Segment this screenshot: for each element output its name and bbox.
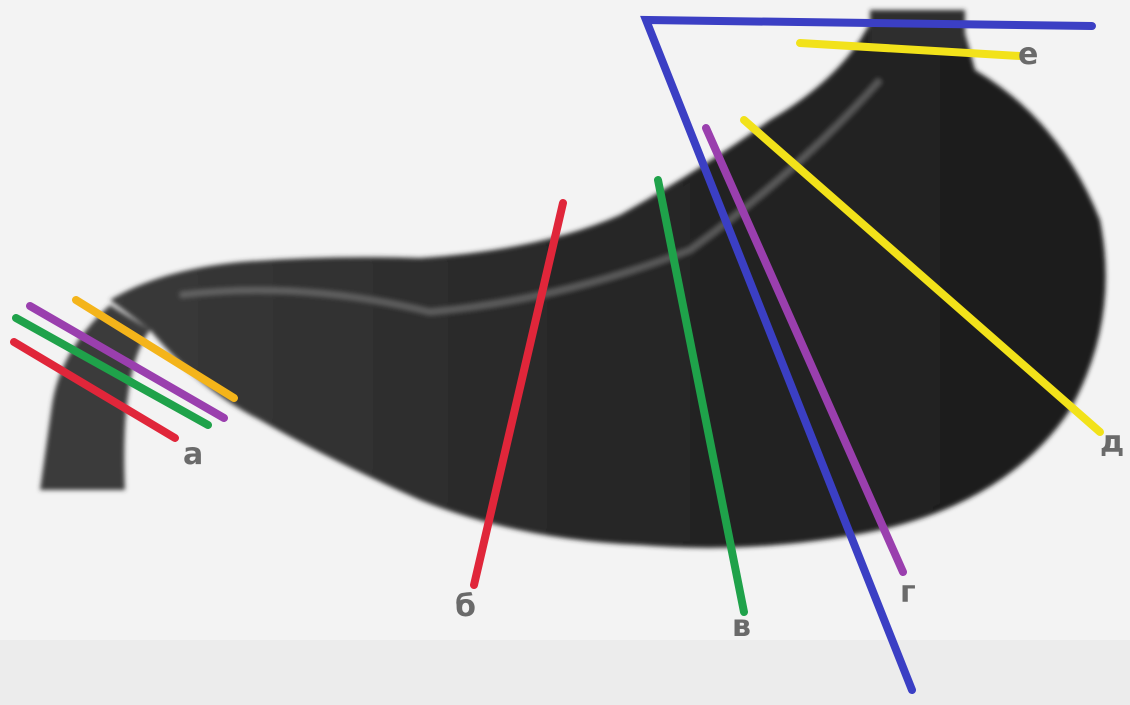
background-strip	[0, 640, 1130, 705]
label-b: б	[455, 592, 476, 622]
label-a: а	[183, 440, 203, 470]
label-g: г	[900, 578, 916, 608]
label-e: е	[1018, 40, 1038, 70]
label-v: в	[732, 612, 751, 642]
label-d: д	[1100, 428, 1124, 458]
